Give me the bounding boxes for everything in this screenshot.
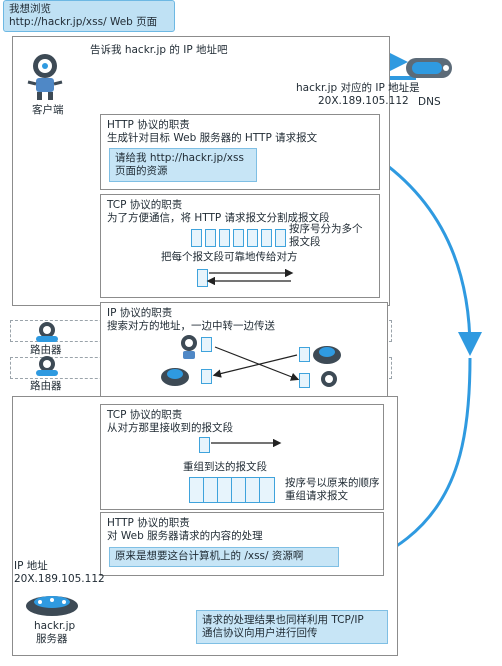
router-icon <box>30 318 64 344</box>
dns-server-icon <box>402 52 456 84</box>
segment-4 <box>233 229 244 247</box>
reassembled-segment-6 <box>259 477 275 503</box>
server-ip-value: 20X.189.105.112 <box>14 573 105 585</box>
robot-icon <box>22 46 68 102</box>
tcp-recv-note1: 重组到达的报文段 <box>183 461 267 473</box>
segment-5 <box>247 229 258 247</box>
result-note-line1: 请求的处理结果也同样利用 TCP/IP <box>202 614 364 626</box>
tcp-send-title: TCP 协议的职责 <box>107 199 183 211</box>
http-send-title: HTTP 协议的职责 <box>107 119 190 131</box>
web-server-icon <box>24 590 80 618</box>
tcp-recv-title: TCP 协议的职责 <box>107 409 183 421</box>
dns-label: DNS <box>418 96 441 108</box>
tcp-send-note-line2: 报文段 <box>289 236 321 248</box>
server-name-line1: hackr.jp <box>34 620 76 632</box>
tcp-send-note-line1: 按序号分为多个 <box>289 223 363 235</box>
recv-segment-in <box>199 437 210 453</box>
ip-packet-4 <box>299 373 310 388</box>
result-note-line2: 通信协议向用户进行回传 <box>202 627 318 639</box>
segment-6 <box>261 229 272 247</box>
server-ip-label: IP 地址 <box>14 560 48 572</box>
ip-desc: 搜索对方的地址，一边中转一边传送 <box>107 320 275 332</box>
http-recv-hint: 原来是想要这台计算机上的 /xss/ 资源啊 <box>115 550 304 562</box>
user-bubble-line2: http://hackr.jp/xss/ Web 页面 <box>9 16 158 28</box>
ip-panel: IP 协议的职责 搜索对方的地址，一边中转一边传送 <box>100 302 388 400</box>
http-send-panel: HTTP 协议的职责 生成针对目标 Web 服务器的 HTTP 请求报文 请给我… <box>100 114 380 190</box>
user-request-bubble: 我想浏览 http://hackr.jp/xss/ Web 页面 <box>3 0 175 32</box>
segment-3 <box>219 229 230 247</box>
http-recv-hint-box: 原来是想要这台计算机上的 /xss/ 资源啊 <box>109 547 339 567</box>
tcp-recv-note2-line1: 按序号以原来的顺序 <box>285 477 380 489</box>
tcp-recv-note2-line2: 重组请求报文 <box>285 490 348 502</box>
client-label: 客户端 <box>32 104 64 116</box>
ip-packet-2 <box>299 347 310 362</box>
tcp-recv-arrows <box>211 438 282 448</box>
http-recv-desc: 对 Web 服务器请求的内容的处理 <box>107 530 263 542</box>
ip-routing-illustration <box>161 335 341 387</box>
tcp-recv-desc: 从对方那里接收到的报文段 <box>107 422 233 434</box>
dns-query-text: 告诉我 hackr.jp 的 IP 地址吧 <box>90 44 228 56</box>
segment-1 <box>191 229 202 247</box>
dns-reply-line1: hackr.jp 对应的 IP 地址是 <box>296 82 420 94</box>
router-label-2: 路由器 <box>30 380 62 392</box>
tcp-send-arrows <box>206 268 294 286</box>
user-bubble-line1: 我想浏览 <box>9 3 51 15</box>
router-label-1: 路由器 <box>30 344 62 356</box>
http-recv-panel: HTTP 协议的职责 对 Web 服务器请求的内容的处理 原来是想要这台计算机上… <box>100 512 384 576</box>
tcp-send-desc: 为了方便通信，将 HTTP 请求报文分割成报文段 <box>107 212 330 224</box>
tcp-send-panel: TCP 协议的职责 为了方便通信，将 HTTP 请求报文分割成报文段 按序号分为… <box>100 194 380 298</box>
http-send-desc: 生成针对目标 Web 服务器的 HTTP 请求报文 <box>107 132 318 144</box>
http-recv-title: HTTP 协议的职责 <box>107 517 190 529</box>
http-request-line2: 页面的资源 <box>115 165 168 177</box>
http-request-line1: 请给我 http://hackr.jp/xss <box>115 152 244 164</box>
http-request-box: 请给我 http://hackr.jp/xss 页面的资源 <box>109 148 257 182</box>
segment-7 <box>275 229 286 247</box>
result-note-box: 请求的处理结果也同样利用 TCP/IP 通信协议向用户进行回传 <box>196 610 388 644</box>
server-name-line2: 服务器 <box>36 633 68 645</box>
dns-reply-line2: 20X.189.105.112 <box>318 95 409 107</box>
ip-packet-3 <box>201 369 212 384</box>
router-icon <box>30 352 64 378</box>
ip-packet-1 <box>201 337 212 352</box>
tcp-recv-panel: TCP 协议的职责 从对方那里接收到的报文段 重组到达的报文段 按序号以原来的顺… <box>100 404 384 510</box>
ip-title: IP 协议的职责 <box>107 307 173 319</box>
tcp-send-note2: 把每个报文段可靠地传给对方 <box>161 251 298 263</box>
segment-2 <box>205 229 216 247</box>
